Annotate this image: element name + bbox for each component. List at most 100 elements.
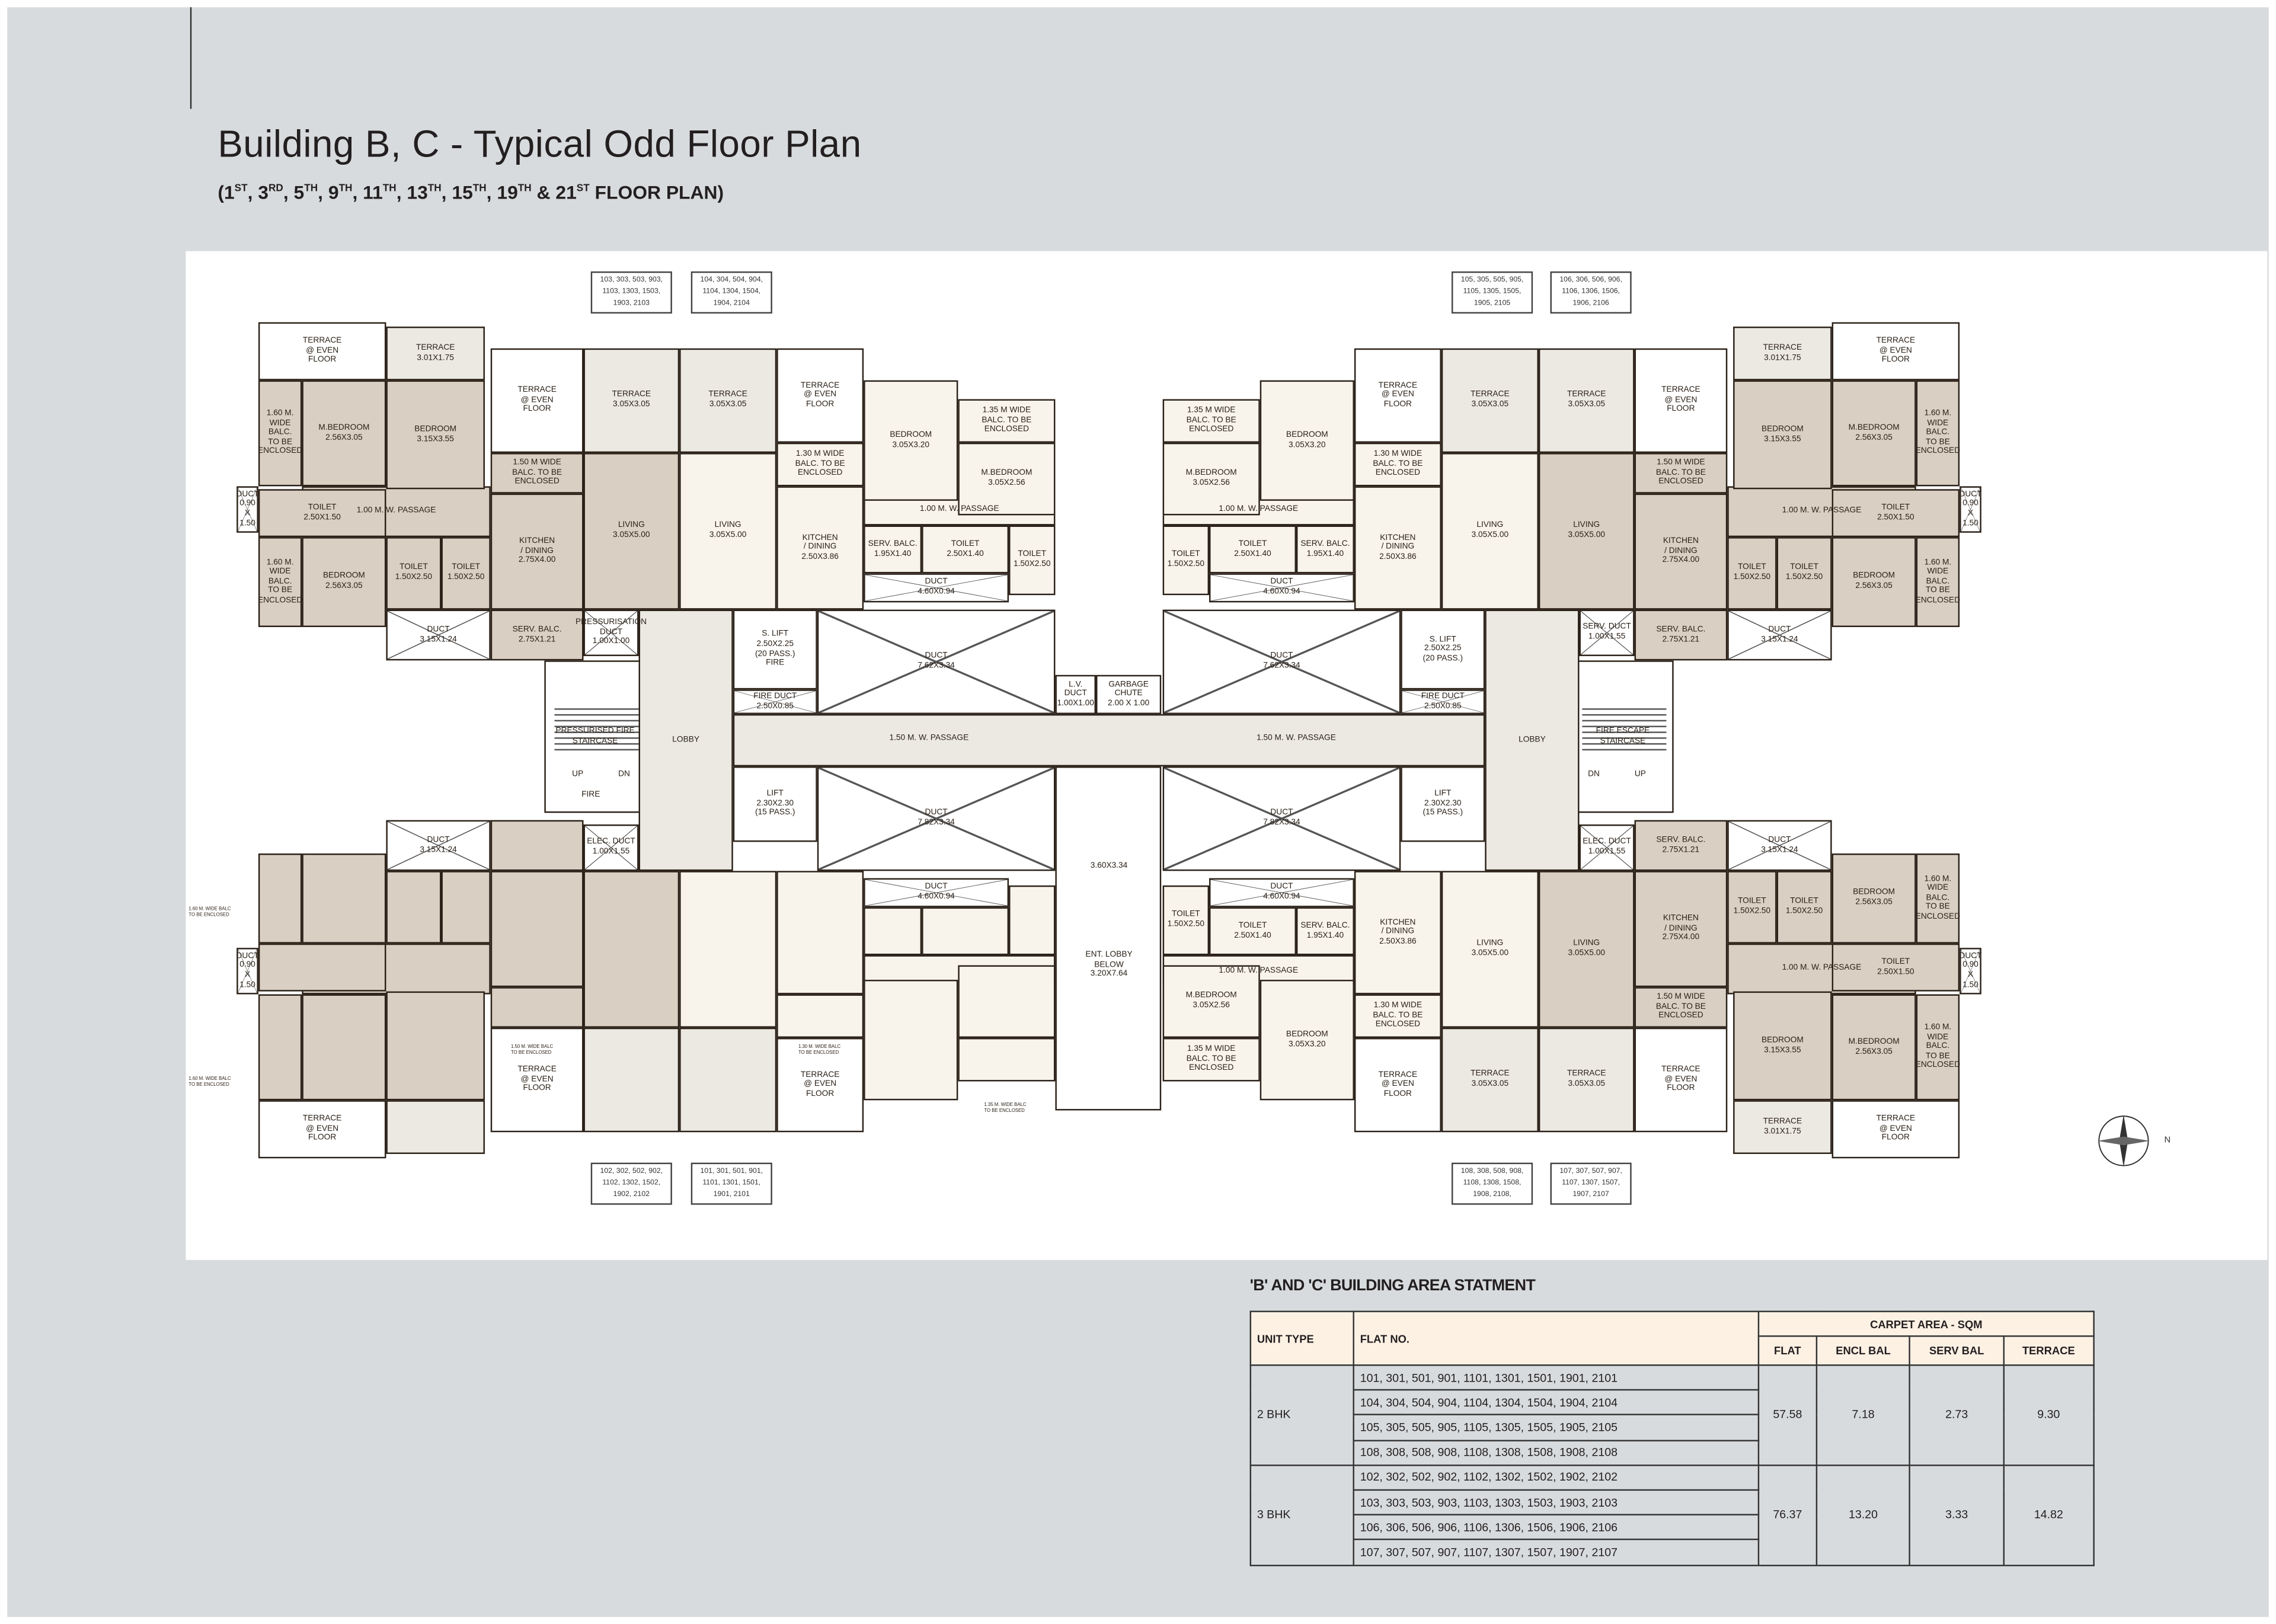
plan-label-up: UP xyxy=(1634,770,1646,779)
room-label: TOILET 1.50X2.50 xyxy=(1785,564,1823,583)
room-label: TERRACE @ EVEN FLOOR xyxy=(1661,386,1700,414)
flat-number-box: 107, 307, 507, 907, 1107, 1307, 1507, 19… xyxy=(1550,1162,1632,1205)
room-duct-315: DUCT 3.15X1.24 xyxy=(1727,609,1832,661)
duct-cross-icon xyxy=(819,611,1054,713)
room-bed-315: BEDROOM 3.15X3.55 xyxy=(1733,991,1832,1101)
room-lv-duct: L.V. DUCT 1.00X1.00 xyxy=(1055,674,1096,714)
stair-step xyxy=(1582,749,1667,750)
room-mbed-305 xyxy=(958,965,1056,1038)
room-balc-130 xyxy=(776,994,864,1038)
room-terrace-305: TERRACE 3.05X3.05 xyxy=(679,348,777,453)
room-label: GARBAGE CHUTE 2.00 X 1.00 xyxy=(1108,680,1150,708)
room-kitchen-275: KITCHEN / DINING 2.75X4.00 xyxy=(1634,871,1728,987)
room-mbed-256: M.BEDROOM 2.56X3.05 xyxy=(1831,380,1916,487)
room-void xyxy=(1055,766,1162,1111)
duct-cross-icon xyxy=(1580,611,1634,655)
room-terrace-even: TERRACE @ EVEN FLOOR xyxy=(1354,348,1441,443)
room-fire-duct: FIRE DUCT 2.50X0.85 xyxy=(733,689,817,714)
room-duct-090: DUCT 0.90 X 1.50 xyxy=(1959,486,1982,533)
area-statement-table: UNIT TYPE FLAT NO. CARPET AREA - SQM FLA… xyxy=(1249,1310,2095,1566)
room-label: FIRE DUCT 2.50X0.85 xyxy=(753,692,797,711)
room-living: LIVING 3.05X5.00 xyxy=(679,453,777,610)
room-balc-130: 1.30 M WIDE BALC. TO BE ENCLOSED xyxy=(1354,442,1441,487)
duct-cross-icon xyxy=(1961,487,1980,532)
room-label: 1.30 M WIDE BALC. TO BE ENCLOSED xyxy=(1373,1002,1423,1030)
room-label: KITCHEN / DINING 2.50X3.86 xyxy=(1379,533,1417,562)
room-label: PRESSURISED FIRE STAIRCASE xyxy=(555,727,635,746)
room-serv-balc-275: SERV. BALC. 2.75X1.21 xyxy=(490,609,584,661)
stair-step xyxy=(554,737,639,739)
stair-step xyxy=(554,720,639,721)
room-mbed-256 xyxy=(302,994,386,1101)
room-label: LIVING 3.05X5.00 xyxy=(1471,939,1509,958)
room-bed-305: BEDROOM 3.05X3.20 xyxy=(1260,980,1354,1101)
room-balc-135: 1.35 M WIDE BALC. TO BE ENCLOSED xyxy=(958,399,1056,443)
room-s-lift: S. LIFT 2.50X2.25 (20 PASS.) xyxy=(1401,609,1485,690)
room-label: DUCT 4.60X0.94 xyxy=(1263,883,1300,901)
duct-cross-icon xyxy=(1210,880,1353,906)
room-serv-balc-195: SERV. BALC. 1.95X1.40 xyxy=(1296,907,1354,955)
room-balc-130: 1.30 M WIDE BALC. TO BE ENCLOSED xyxy=(776,442,864,487)
room-toilet-150x250: TOILET 1.50X2.50 xyxy=(386,537,442,610)
room-label: BEDROOM 3.15X3.55 xyxy=(1761,425,1804,444)
flat-number-box: 103, 303, 503, 903, 1103, 1303, 1503, 19… xyxy=(590,271,672,314)
room-lift: LIFT 2.30X2.30 (15 PASS.) xyxy=(733,766,817,842)
room-label: DUCT 7.62X3.34 xyxy=(1263,652,1300,671)
room-living: LIVING 3.05X5.00 xyxy=(1538,871,1635,1028)
duct-cross-icon xyxy=(1580,826,1634,869)
room-label: DUCT 3.15X1.24 xyxy=(420,836,457,855)
room-label: 1.60 M. WIDE BALC. TO BE ENCLOSED xyxy=(257,558,303,605)
room-stair: FIRE ESCAPE STAIRCASE xyxy=(1572,660,1674,813)
room-label: 1.60 M. WIDE BALC. TO BE ENCLOSED xyxy=(1915,409,1961,456)
room-kitchen-250: KITCHEN / DINING 2.50X3.86 xyxy=(1354,871,1441,995)
room-label: FIRE ESCAPE STAIRCASE xyxy=(1596,727,1650,746)
page-title: Building B, C - Typical Odd Floor Plan xyxy=(218,122,862,166)
room-duct-460: DUCT 4.60X0.94 xyxy=(1209,573,1354,603)
room-terrace-305 xyxy=(583,1027,680,1133)
room-living: LIVING 3.05X5.00 xyxy=(1441,871,1539,1028)
room-label: BEDROOM 3.05X3.20 xyxy=(890,431,932,449)
room-label: 1.60 M. WIDE BALC. TO BE ENCLOSED xyxy=(1915,558,1961,605)
room-label: TOILET 1.50X2.50 xyxy=(1733,564,1771,583)
stair-step xyxy=(554,708,639,709)
duct-cross-icon xyxy=(865,880,1008,906)
room-s-lift: S. LIFT 2.50X2.25 (20 PASS.) FIRE xyxy=(733,609,817,690)
stair-step xyxy=(1582,708,1667,709)
room-terrace-305 xyxy=(679,1027,777,1133)
room-duct-315: DUCT 3.15X1.24 xyxy=(386,609,491,661)
unit-type-cell: 2 BHK xyxy=(1249,1364,1354,1466)
room-balc-160: 1.60 M. WIDE BALC. TO BE ENCLOSED xyxy=(1916,853,1960,944)
room-mbed-305: M.BEDROOM 3.05X2.56 xyxy=(1162,965,1260,1038)
room-balc-135 xyxy=(958,1038,1056,1082)
room-label: 1.30 M WIDE BALC. TO BE ENCLOSED xyxy=(795,450,845,478)
room-serv-duct: SERV. DUCT 1.00X1.55 xyxy=(1579,609,1635,656)
unit-type-cell: 3 BHK xyxy=(1249,1464,1354,1566)
room-label: LIFT 2.30X2.30 (15 PASS.) xyxy=(755,789,795,818)
header-flat: FLAT xyxy=(1757,1335,1817,1366)
room-label: 1.50 M WIDE BALC. TO BE ENCLOSED xyxy=(1655,993,1706,1021)
room-terrace-305: TERRACE 3.05X3.05 xyxy=(583,348,680,453)
room-elec-duct: ELEC. DUCT 1.00X1.55 xyxy=(1579,824,1635,871)
room-label: BEDROOM 2.56X3.05 xyxy=(1853,888,1895,907)
room-duct-460: DUCT 4.60X0.94 xyxy=(864,878,1009,907)
room-lobby: LOBBY xyxy=(1485,609,1580,871)
room-balc-130: 1.30 M WIDE BALC. TO BE ENCLOSED xyxy=(1354,994,1441,1038)
room-label: TERRACE @ EVEN FLOOR xyxy=(1876,337,1916,365)
room-balc-150: 1.50 M WIDE BALC. TO BE ENCLOSED xyxy=(1634,453,1728,494)
room-fire-duct: FIRE DUCT 2.50X0.85 xyxy=(1401,689,1485,714)
room-label: SERV. BALC. 2.75X1.21 xyxy=(512,625,562,644)
room-stair: PRESSURISED FIRE STAIRCASE xyxy=(544,660,646,813)
room-bed-305: BEDROOM 3.05X3.20 xyxy=(1260,380,1354,501)
room-terrace-even: TERRACE @ EVEN FLOOR xyxy=(1634,1027,1728,1133)
terrace-cell: 9.30 xyxy=(2002,1364,2095,1466)
duct-cross-icon xyxy=(1164,611,1399,713)
room-terrace-305: TERRACE 3.05X3.05 xyxy=(1538,1027,1635,1133)
room-terrace-even: TERRACE @ EVEN FLOOR xyxy=(1354,1038,1441,1133)
room-label: 1.60 M. WIDE BALC. TO BE ENCLOSED xyxy=(257,409,303,456)
flat-no-cell: 107, 307, 507, 907, 1107, 1307, 1507, 19… xyxy=(1353,1539,1760,1566)
room-label: TOILET 2.50X1.50 xyxy=(1877,503,1914,522)
room-kitchen-275 xyxy=(490,871,584,987)
room-toilet-250x140: TOILET 2.50X1.40 xyxy=(1209,907,1296,955)
room-label: 1.35 M WIDE BALC. TO BE ENCLOSED xyxy=(982,406,1032,434)
room-label: 1.30 M WIDE BALC. TO BE ENCLOSED xyxy=(1373,450,1423,478)
